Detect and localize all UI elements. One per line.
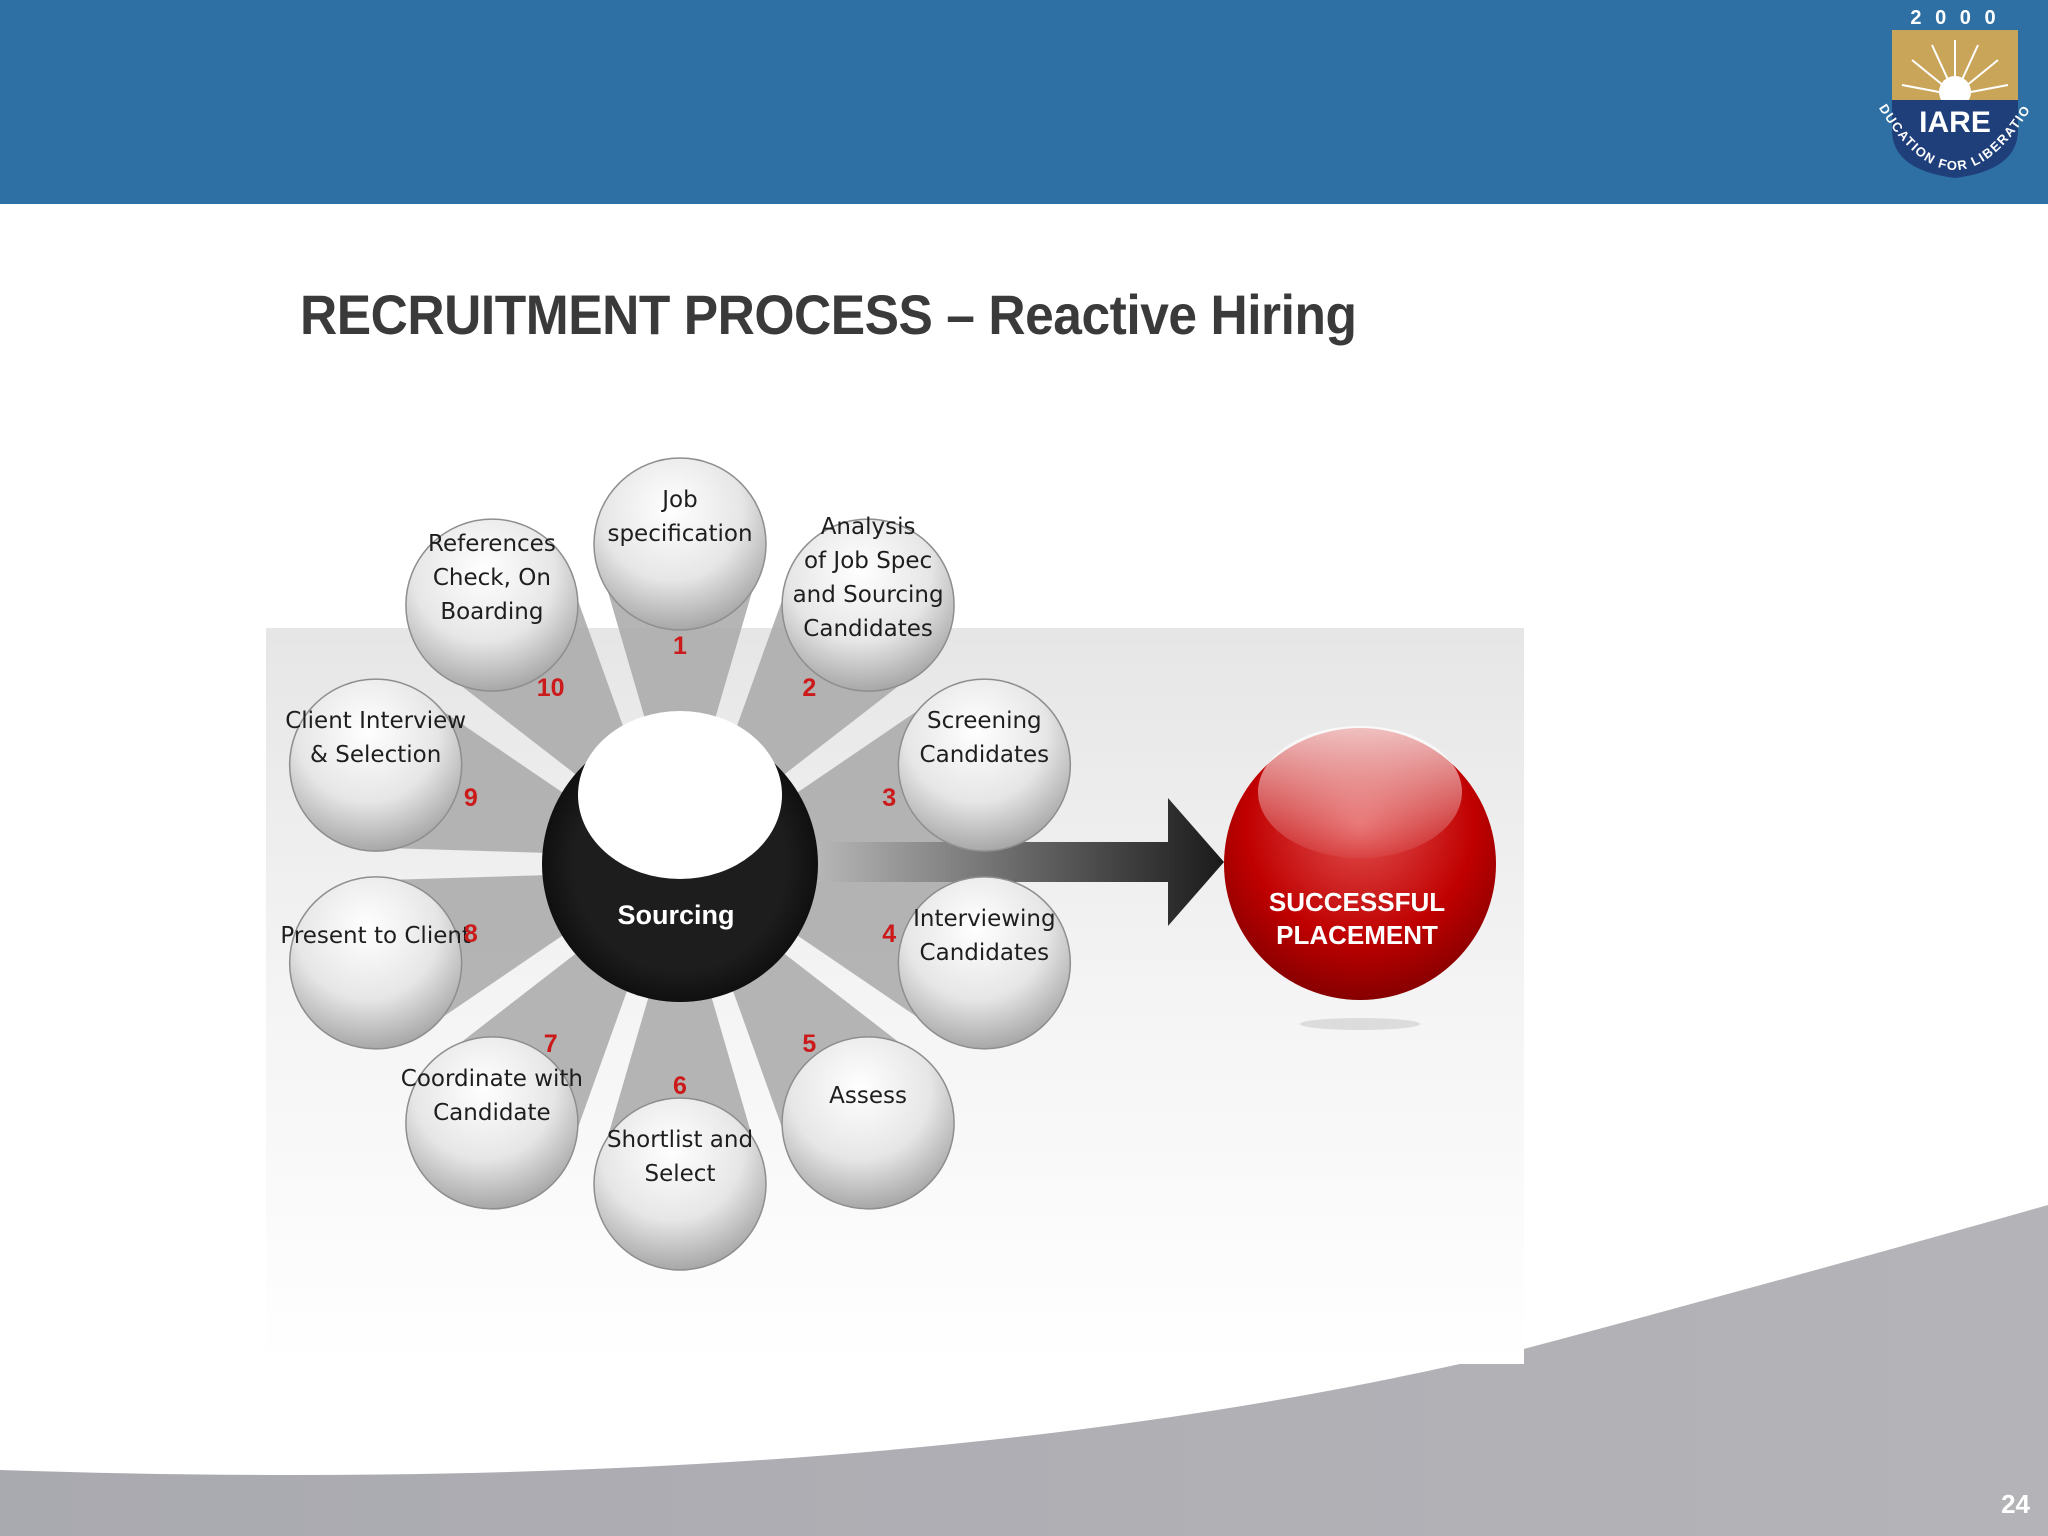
- step-number-10: 10: [537, 674, 565, 702]
- step-label-7-line-2: Candidate: [433, 1100, 551, 1126]
- step-circle-2: [781, 518, 955, 692]
- sourcing-hub-highlight: [578, 711, 782, 879]
- step-label-1-line-1: Job: [660, 487, 697, 513]
- step-label-9-line-2: & Selection: [310, 742, 441, 768]
- step-label-4-line-1: Interviewing: [913, 906, 1056, 932]
- step-label-2-line-2: of Job Spec: [804, 548, 932, 574]
- page-title: RECRUITMENT PROCESS – Reactive Hiring: [300, 283, 1357, 346]
- page-number: 24: [2001, 1489, 2030, 1519]
- step-bubble-1: Job specification: [593, 457, 767, 631]
- step-label-9-line-1: Client Interview: [285, 708, 466, 734]
- swoosh-highlight: [0, 1194, 2048, 1470]
- bubble-layer: Job specification Analysis of Job Spec and S…: [280, 457, 1072, 1271]
- step-label-7-line-1: Coordinate with: [401, 1066, 583, 1092]
- step-circle-10: [405, 518, 579, 692]
- step-number-8: 8: [464, 920, 478, 948]
- step-label-10-line-3: Boarding: [440, 599, 543, 625]
- placement-shadow: [1300, 1018, 1420, 1030]
- step-number-7: 7: [544, 1030, 558, 1058]
- arrow-to-placement: [810, 798, 1224, 926]
- step-circle-1: [593, 457, 767, 631]
- step-number-5: 5: [802, 1030, 816, 1058]
- step-number-2: 2: [802, 674, 816, 702]
- logo-year: 2 0 0 0: [1910, 7, 1999, 29]
- placement-label-line1: SUCCESSFUL: [1269, 887, 1445, 917]
- number-layer: 1 2 3 4 5 6 7 8 9 10: [464, 632, 896, 1100]
- step-circle-9: [288, 678, 463, 852]
- step-bubble-9: Client Interview & Selection: [285, 678, 466, 852]
- step-number-3: 3: [882, 784, 896, 812]
- step-circle-8: [288, 876, 463, 1050]
- logo-shield-blue: [1892, 100, 2018, 178]
- step-bubble-2: Analysis of Job Spec and SourcingCandidate…: [781, 514, 955, 692]
- step-label-5-line-1: Assess: [829, 1083, 907, 1109]
- step-bubble-8: Present to Client: [280, 876, 471, 1050]
- step-label-3-line-1: Screening: [927, 708, 1042, 734]
- step-circle-5: [781, 1036, 955, 1210]
- step-circle-4: [897, 876, 1072, 1050]
- step-circle-7: [405, 1036, 579, 1210]
- step-label-2-line-1: Analysis: [821, 514, 916, 540]
- step-label-6-line-2: Select: [645, 1161, 716, 1187]
- step-label-3-line-2: Candidates: [920, 742, 1050, 768]
- bottom-swoosh: [0, 1205, 2048, 1536]
- step-label-4-line-2: Candidates: [920, 940, 1050, 966]
- sourcing-label: Sourcing: [617, 900, 734, 930]
- header-band: [0, 0, 2048, 204]
- step-label-6-line-1: Shortlist and: [607, 1127, 753, 1153]
- step-circle-6: [593, 1097, 767, 1271]
- step-label-2-line-4: Candidates: [803, 616, 933, 642]
- placement-shine: [1258, 726, 1462, 858]
- step-label-8-line-1: Present to Client: [280, 923, 471, 949]
- step-label-10-line-2: Check, On: [433, 565, 551, 591]
- step-number-6: 6: [673, 1072, 687, 1100]
- step-circle-3: [897, 678, 1072, 852]
- step-bubble-5: Assess: [781, 1036, 955, 1210]
- step-number-1: 1: [673, 632, 687, 660]
- placement-label-line2: PLACEMENT: [1276, 920, 1438, 950]
- step-label-10-line-1: References: [428, 531, 556, 557]
- logo-name: IARE: [1919, 106, 1991, 139]
- step-label-2-line-3: and Sourcing: [793, 582, 944, 608]
- step-label-1-line-2: specification: [607, 521, 752, 547]
- step-number-4: 4: [882, 920, 896, 948]
- step-number-9: 9: [464, 784, 478, 812]
